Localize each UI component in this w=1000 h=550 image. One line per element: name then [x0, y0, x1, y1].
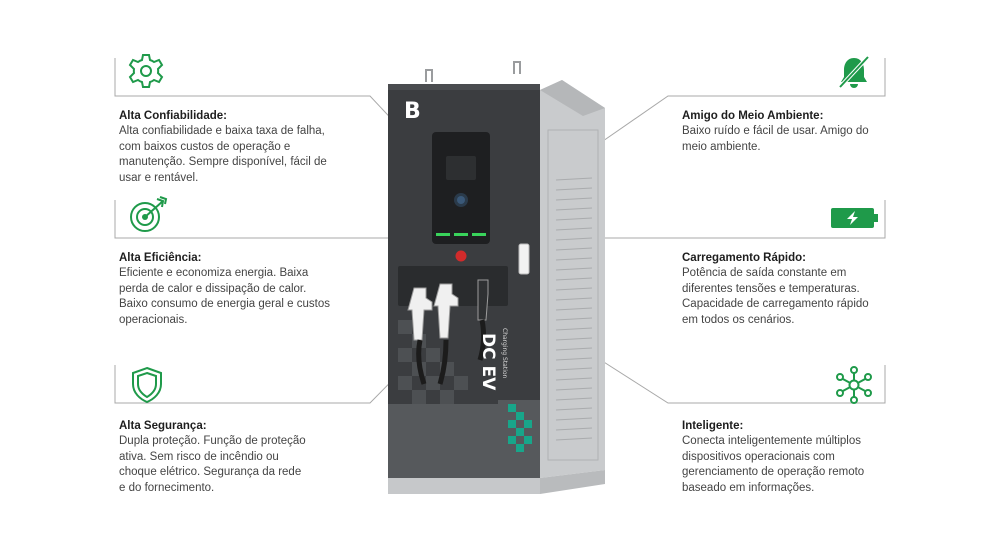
battery-charging-icon [830, 206, 880, 235]
side-handle [518, 243, 530, 275]
status-led-bars [436, 233, 486, 236]
connector-line-efficiency [114, 200, 438, 239]
emergency-stop-button [455, 250, 467, 262]
connector-line-smart [584, 349, 886, 404]
charger-screen [446, 156, 476, 180]
feature-eco: Amigo do Meio Ambiente: Baixo ruído e fá… [682, 110, 882, 155]
feature-title: Alta Eficiência: [119, 252, 202, 264]
charger-logo: B [404, 99, 421, 124]
feature-description: Conecta inteligentemente múltiplos dispo… [682, 435, 865, 494]
connector-line-eco [589, 58, 886, 151]
charger-label-sub: Charging Station [501, 328, 508, 379]
connector-line-fast [560, 200, 886, 239]
feature-description: Potência de saída constante em diferente… [682, 267, 869, 326]
charger-label-main: DC EV [478, 333, 498, 391]
target-icon [127, 195, 169, 240]
feature-title: Carregamento Rápido: [682, 252, 806, 264]
side-vent [555, 177, 593, 441]
charger-screen-bezel [432, 132, 490, 244]
feature-title: Alta Confiabilidade: [119, 110, 227, 122]
feature-description: Dupla proteção. Função de proteção ativa… [119, 435, 306, 494]
bell-off-icon [836, 54, 872, 95]
teal-pixel-accent [508, 404, 532, 452]
feature-safety: Alta Segurança: Dupla proteção. Função d… [119, 420, 309, 496]
gear-icon [127, 52, 165, 95]
feature-reliability: Alta Confiabilidade: Alta confiabilidade… [119, 110, 334, 186]
charging-connectors [407, 279, 489, 341]
feature-title: Inteligente: [682, 420, 744, 432]
feature-title: Alta Segurança: [119, 420, 207, 432]
feature-smart: Inteligente: Conecta inteligentemente mú… [682, 420, 887, 496]
feature-title: Amigo do Meio Ambiente: [682, 110, 824, 122]
shield-icon [130, 366, 164, 409]
feature-efficiency: Alta Eficiência: Eficiente e economiza e… [119, 252, 334, 328]
feature-description: Alta confiabilidade e baixa taxa de falh… [119, 125, 327, 184]
network-icon [835, 366, 873, 409]
feature-description: Eficiente e economiza energia. Baixa per… [119, 267, 330, 326]
feature-fast: Carregamento Rápido: Potência de saída c… [682, 252, 887, 328]
feature-description: Baixo ruído e fácil de usar. Amigo do me… [682, 125, 869, 153]
